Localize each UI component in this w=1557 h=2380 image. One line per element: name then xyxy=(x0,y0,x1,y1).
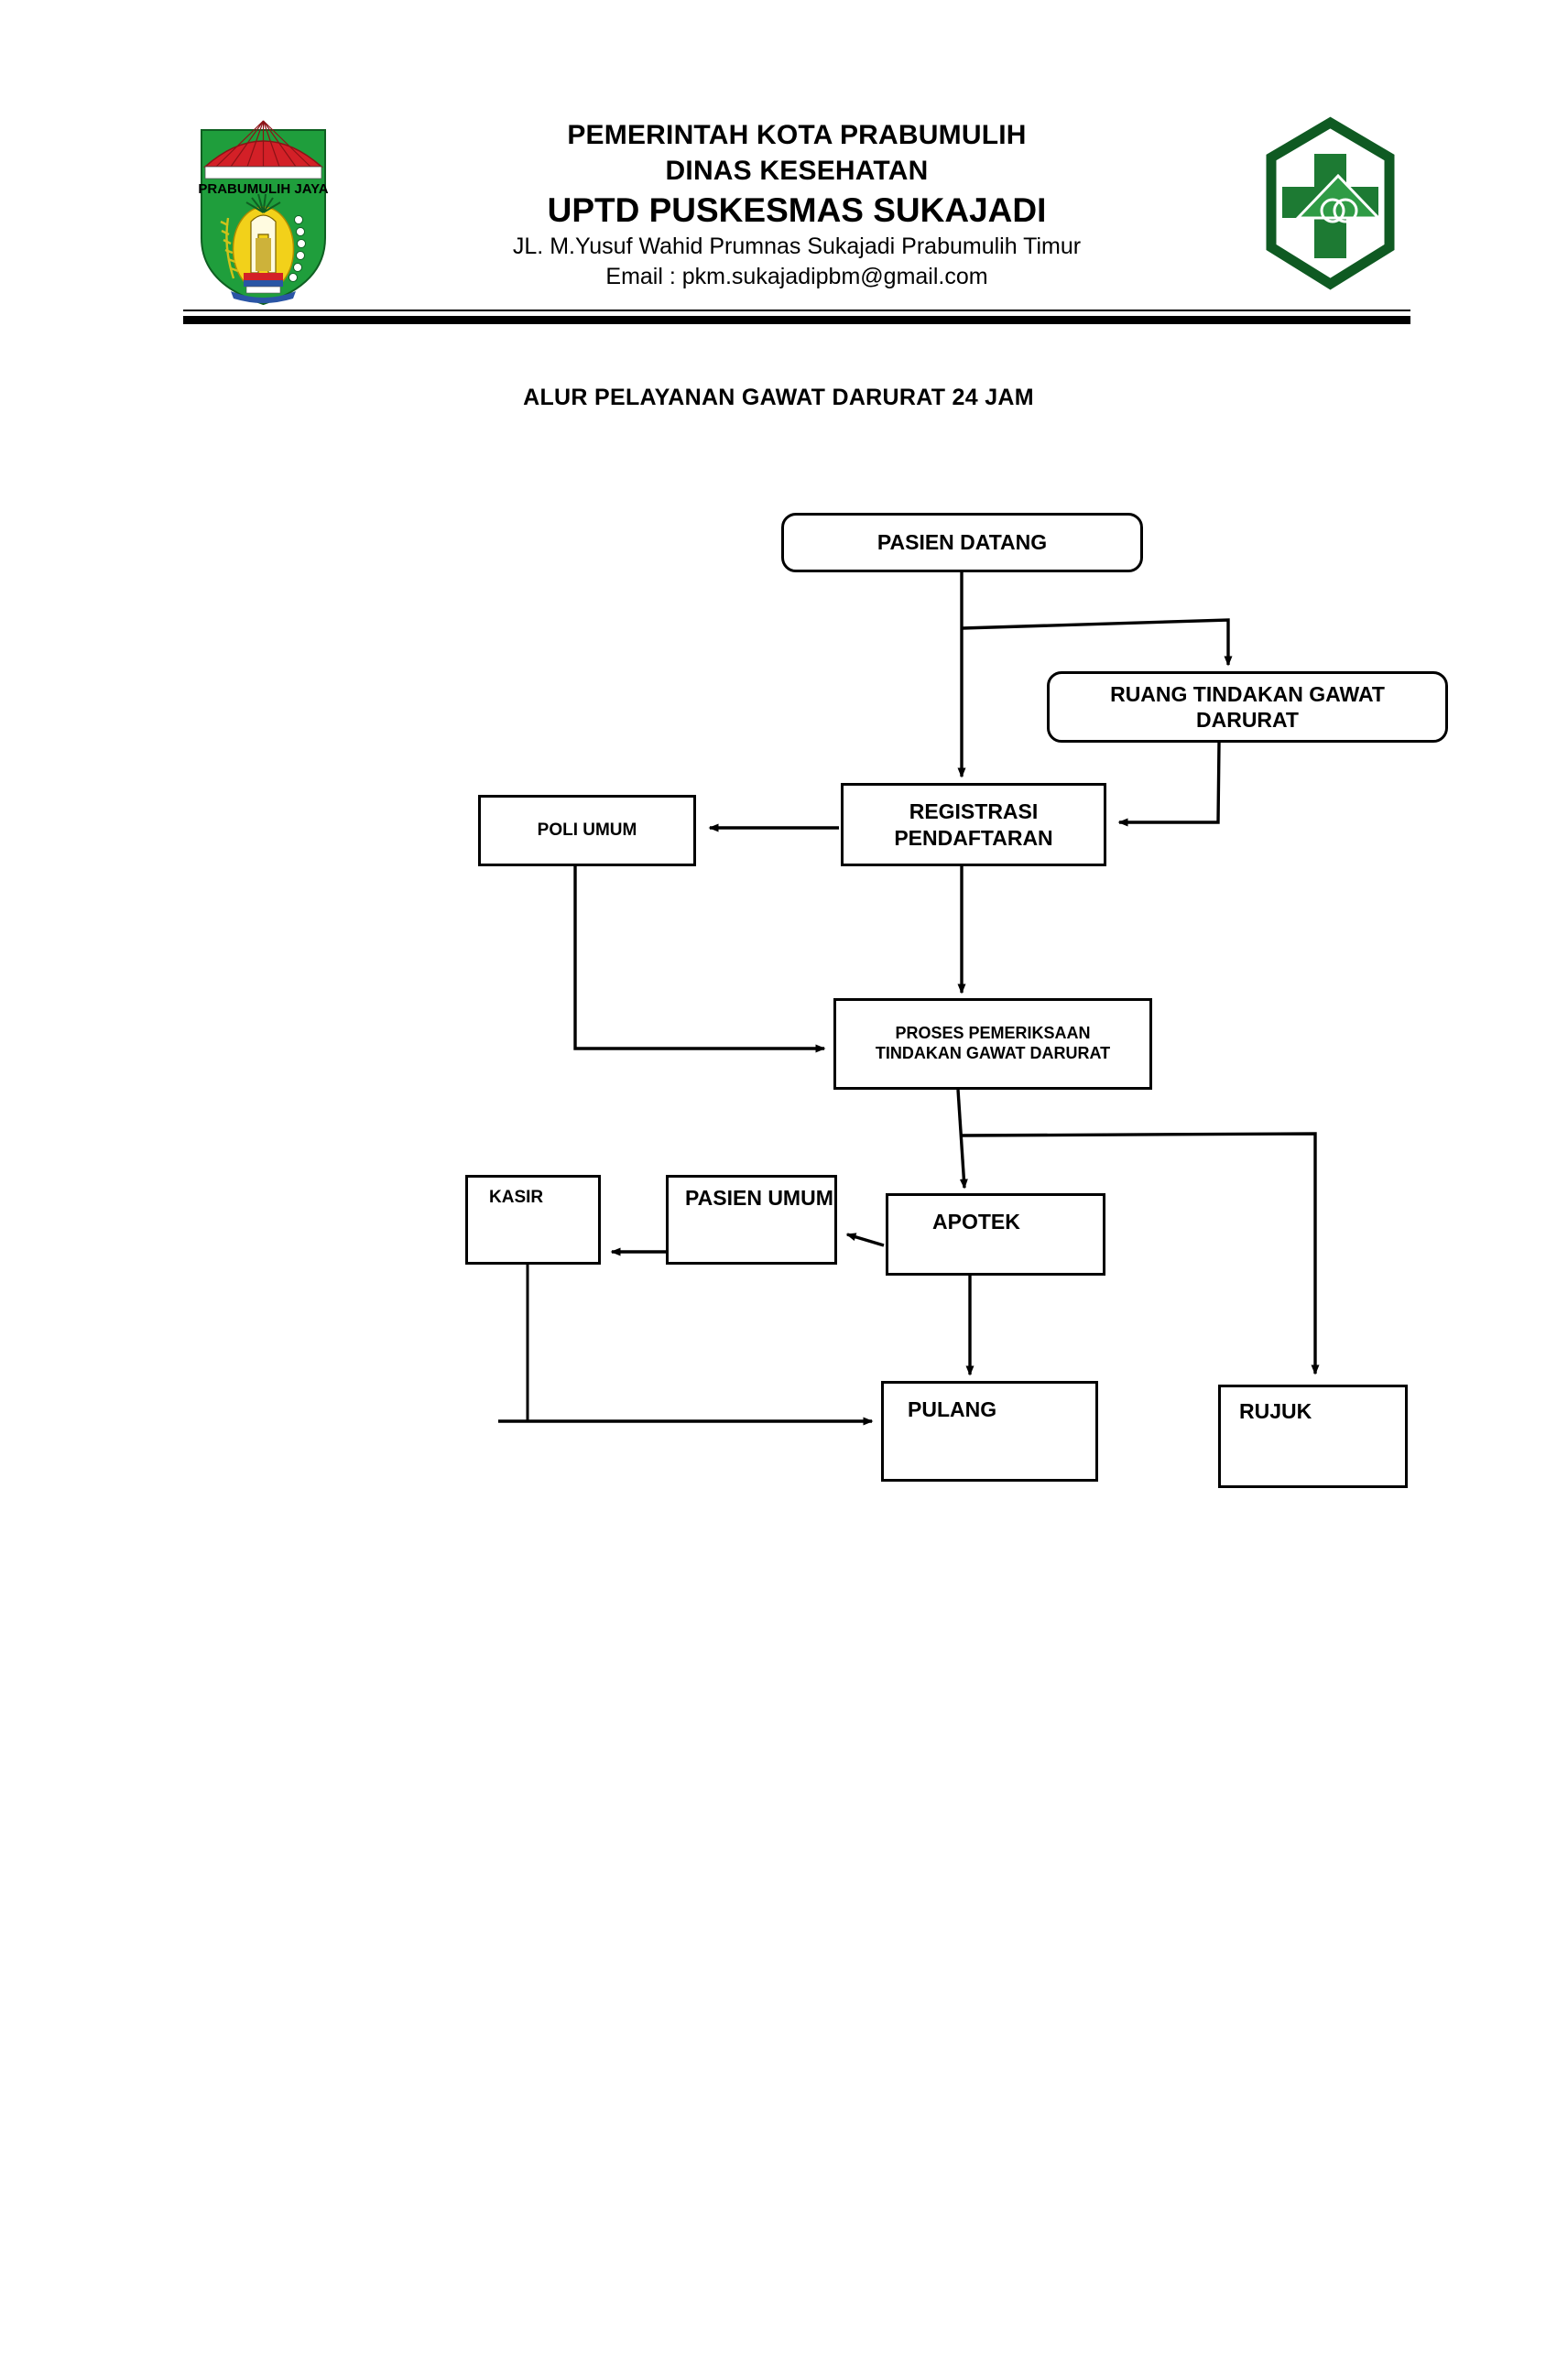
flow-node-poli-umum[interactable]: POLI UMUM xyxy=(478,795,696,866)
puskesmas-logo xyxy=(1250,110,1410,307)
edge-proses-to-rujuk xyxy=(960,1132,1320,1375)
flow-node-kasir[interactable]: KASIR xyxy=(465,1175,601,1265)
edge-ruang-tindakan-to-registrasi xyxy=(1117,742,1221,827)
flow-node-pulang[interactable]: PULANG xyxy=(881,1381,1098,1482)
flow-node-pasien-datang[interactable]: PASIEN DATANG xyxy=(781,513,1143,572)
letterhead-row: PRABUMULIH JAYA xyxy=(183,110,1410,307)
edge-pasien-to-ruang-tindakan xyxy=(962,618,1233,667)
flow-node-label: REGISTRASI PENDAFTARAN xyxy=(894,799,1053,850)
flow-node-registrasi-pendaftaran[interactable]: REGISTRASI PENDAFTARAN xyxy=(841,783,1106,866)
header-line-department: DINAS KESEHATAN xyxy=(665,156,929,186)
flow-node-label: RUJUK xyxy=(1239,1399,1312,1423)
flow-node-apotek[interactable]: APOTEK xyxy=(886,1193,1105,1276)
emblem-motto-text: PRABUMULIH JAYA xyxy=(198,181,328,197)
flow-node-label: PASIEN DATANG xyxy=(876,530,1048,555)
flow-node-label: PASIEN UMUM xyxy=(685,1186,833,1210)
prabumulih-city-emblem-logo: PRABUMULIH JAYA xyxy=(183,110,343,307)
header-rule-thick xyxy=(183,316,1410,324)
flow-node-label: KASIR xyxy=(489,1188,544,1207)
edge-proses-to-apotek xyxy=(956,1089,968,1190)
flow-node-rujuk[interactable]: RUJUK xyxy=(1218,1385,1408,1488)
flow-node-label: POLI UMUM xyxy=(537,821,637,841)
header-line-government: PEMERINTAH KOTA PRABUMULIH xyxy=(567,120,1027,150)
edge-poli-umum-to-proses xyxy=(573,866,826,1053)
header-line-email: Email : pkm.sukajadipbm@gmail.com xyxy=(605,263,988,289)
flow-node-label: RUANG TINDAKAN GAWAT DARURAT xyxy=(1110,681,1385,732)
header-rule-thin xyxy=(183,310,1410,311)
flow-node-ruang-tindakan-gawat-darurat[interactable]: RUANG TINDAKAN GAWAT DARURAT xyxy=(1047,671,1448,743)
flow-node-label: PROSES PEMERIKSAAN TINDAKAN GAWAT DARURA… xyxy=(875,1024,1111,1062)
header-line-institution: UPTD PUSKESMAS SUKAJADI xyxy=(547,191,1047,229)
letterhead-text-block: PEMERINTAH KOTA PRABUMULIH DINAS KESEHAT… xyxy=(343,110,1250,291)
header-line-address: JL. M.Yusuf Wahid Prumnas Sukajadi Prabu… xyxy=(512,234,1082,260)
page-title: ALUR PELAYANAN GAWAT DARURAT 24 JAM xyxy=(523,385,1034,410)
flow-node-label: PULANG xyxy=(908,1397,997,1421)
flow-node-pasien-umum[interactable]: PASIEN UMUM xyxy=(666,1175,837,1265)
flow-node-proses-pemeriksaan[interactable]: PROSES PEMERIKSAAN TINDAKAN GAWAT DARURA… xyxy=(833,998,1152,1090)
edge-apotek-to-pasien-umum xyxy=(845,1233,885,1247)
flow-node-label: APOTEK xyxy=(932,1210,1020,1233)
letterhead: PRABUMULIH JAYA xyxy=(183,110,1410,339)
